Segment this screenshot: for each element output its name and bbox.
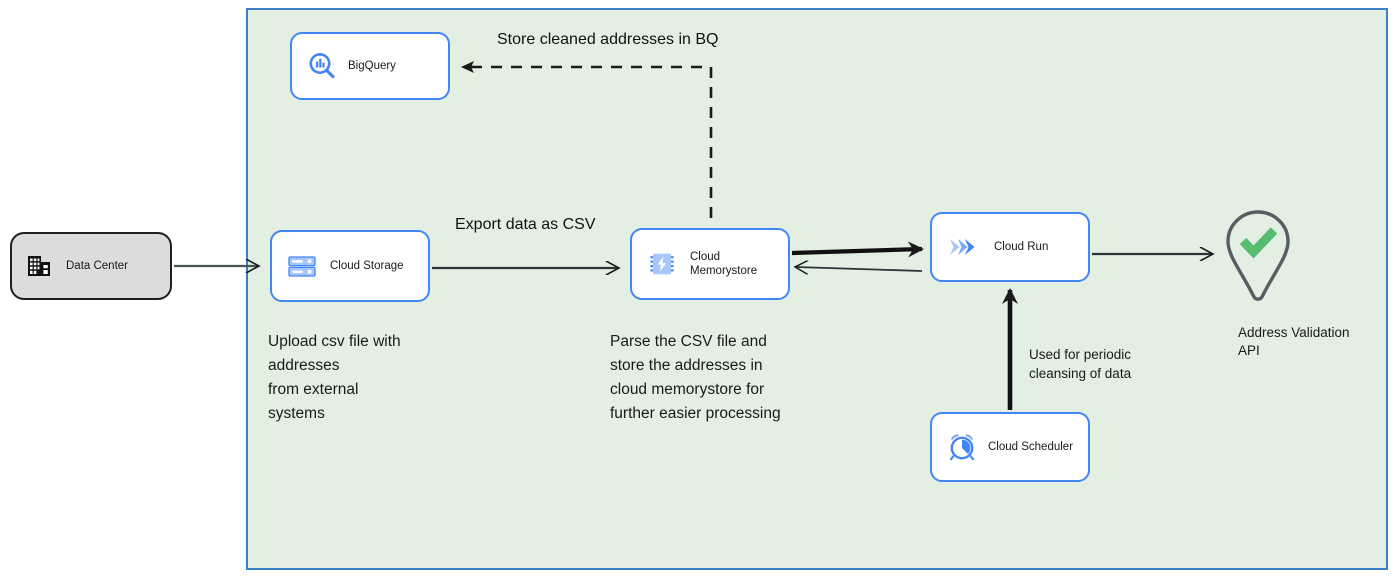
- node-label-cloud-memorystore: Cloud Memorystore: [690, 250, 758, 277]
- node-label-address-validation-api: Address Validation API: [1238, 325, 1350, 358]
- caption-parse-csv: Parse the CSV file and store the address…: [610, 333, 781, 423]
- node-label-bigquery: BigQuery: [348, 59, 396, 72]
- node-cloud-memorystore[interactable]: Cloud Memorystore: [630, 228, 790, 300]
- node-cloud-scheduler[interactable]: Cloud Scheduler: [930, 412, 1090, 482]
- cloud-memorystore-icon: [646, 248, 678, 280]
- caption-periodic-cleansing: Used for periodic cleansing of data: [1029, 347, 1132, 381]
- caption-upload-csv: Upload csv file with addresses from exte…: [268, 333, 401, 423]
- edge-label-store-cleaned-addresses: Store cleaned addresses in BQ: [497, 31, 719, 48]
- node-bigquery[interactable]: BigQuery: [290, 32, 450, 100]
- node-label-data-center: Data Center: [66, 260, 129, 272]
- bigquery-icon: [306, 50, 338, 82]
- node-label-cloud-run: Cloud Run: [994, 240, 1049, 253]
- node-label-cloud-scheduler: Cloud Scheduler: [988, 440, 1074, 453]
- node-cloud-storage[interactable]: Cloud Storage: [270, 230, 430, 302]
- cloud-scheduler-icon: [946, 431, 978, 463]
- cloud-storage-icon: [286, 250, 318, 282]
- node-address-validation-api[interactable]: [1218, 208, 1298, 306]
- map-pin-check-icon: [1226, 210, 1290, 301]
- node-label-cloud-storage: Cloud Storage: [330, 259, 404, 272]
- cloud-boundary-group: [246, 8, 1388, 570]
- node-cloud-run[interactable]: Cloud Run: [930, 212, 1090, 282]
- data-center-icon: [26, 253, 52, 279]
- cloud-run-icon: [946, 231, 982, 263]
- node-data-center[interactable]: Data Center: [10, 232, 172, 300]
- edge-label-export-data-as-csv: Export data as CSV: [455, 216, 596, 233]
